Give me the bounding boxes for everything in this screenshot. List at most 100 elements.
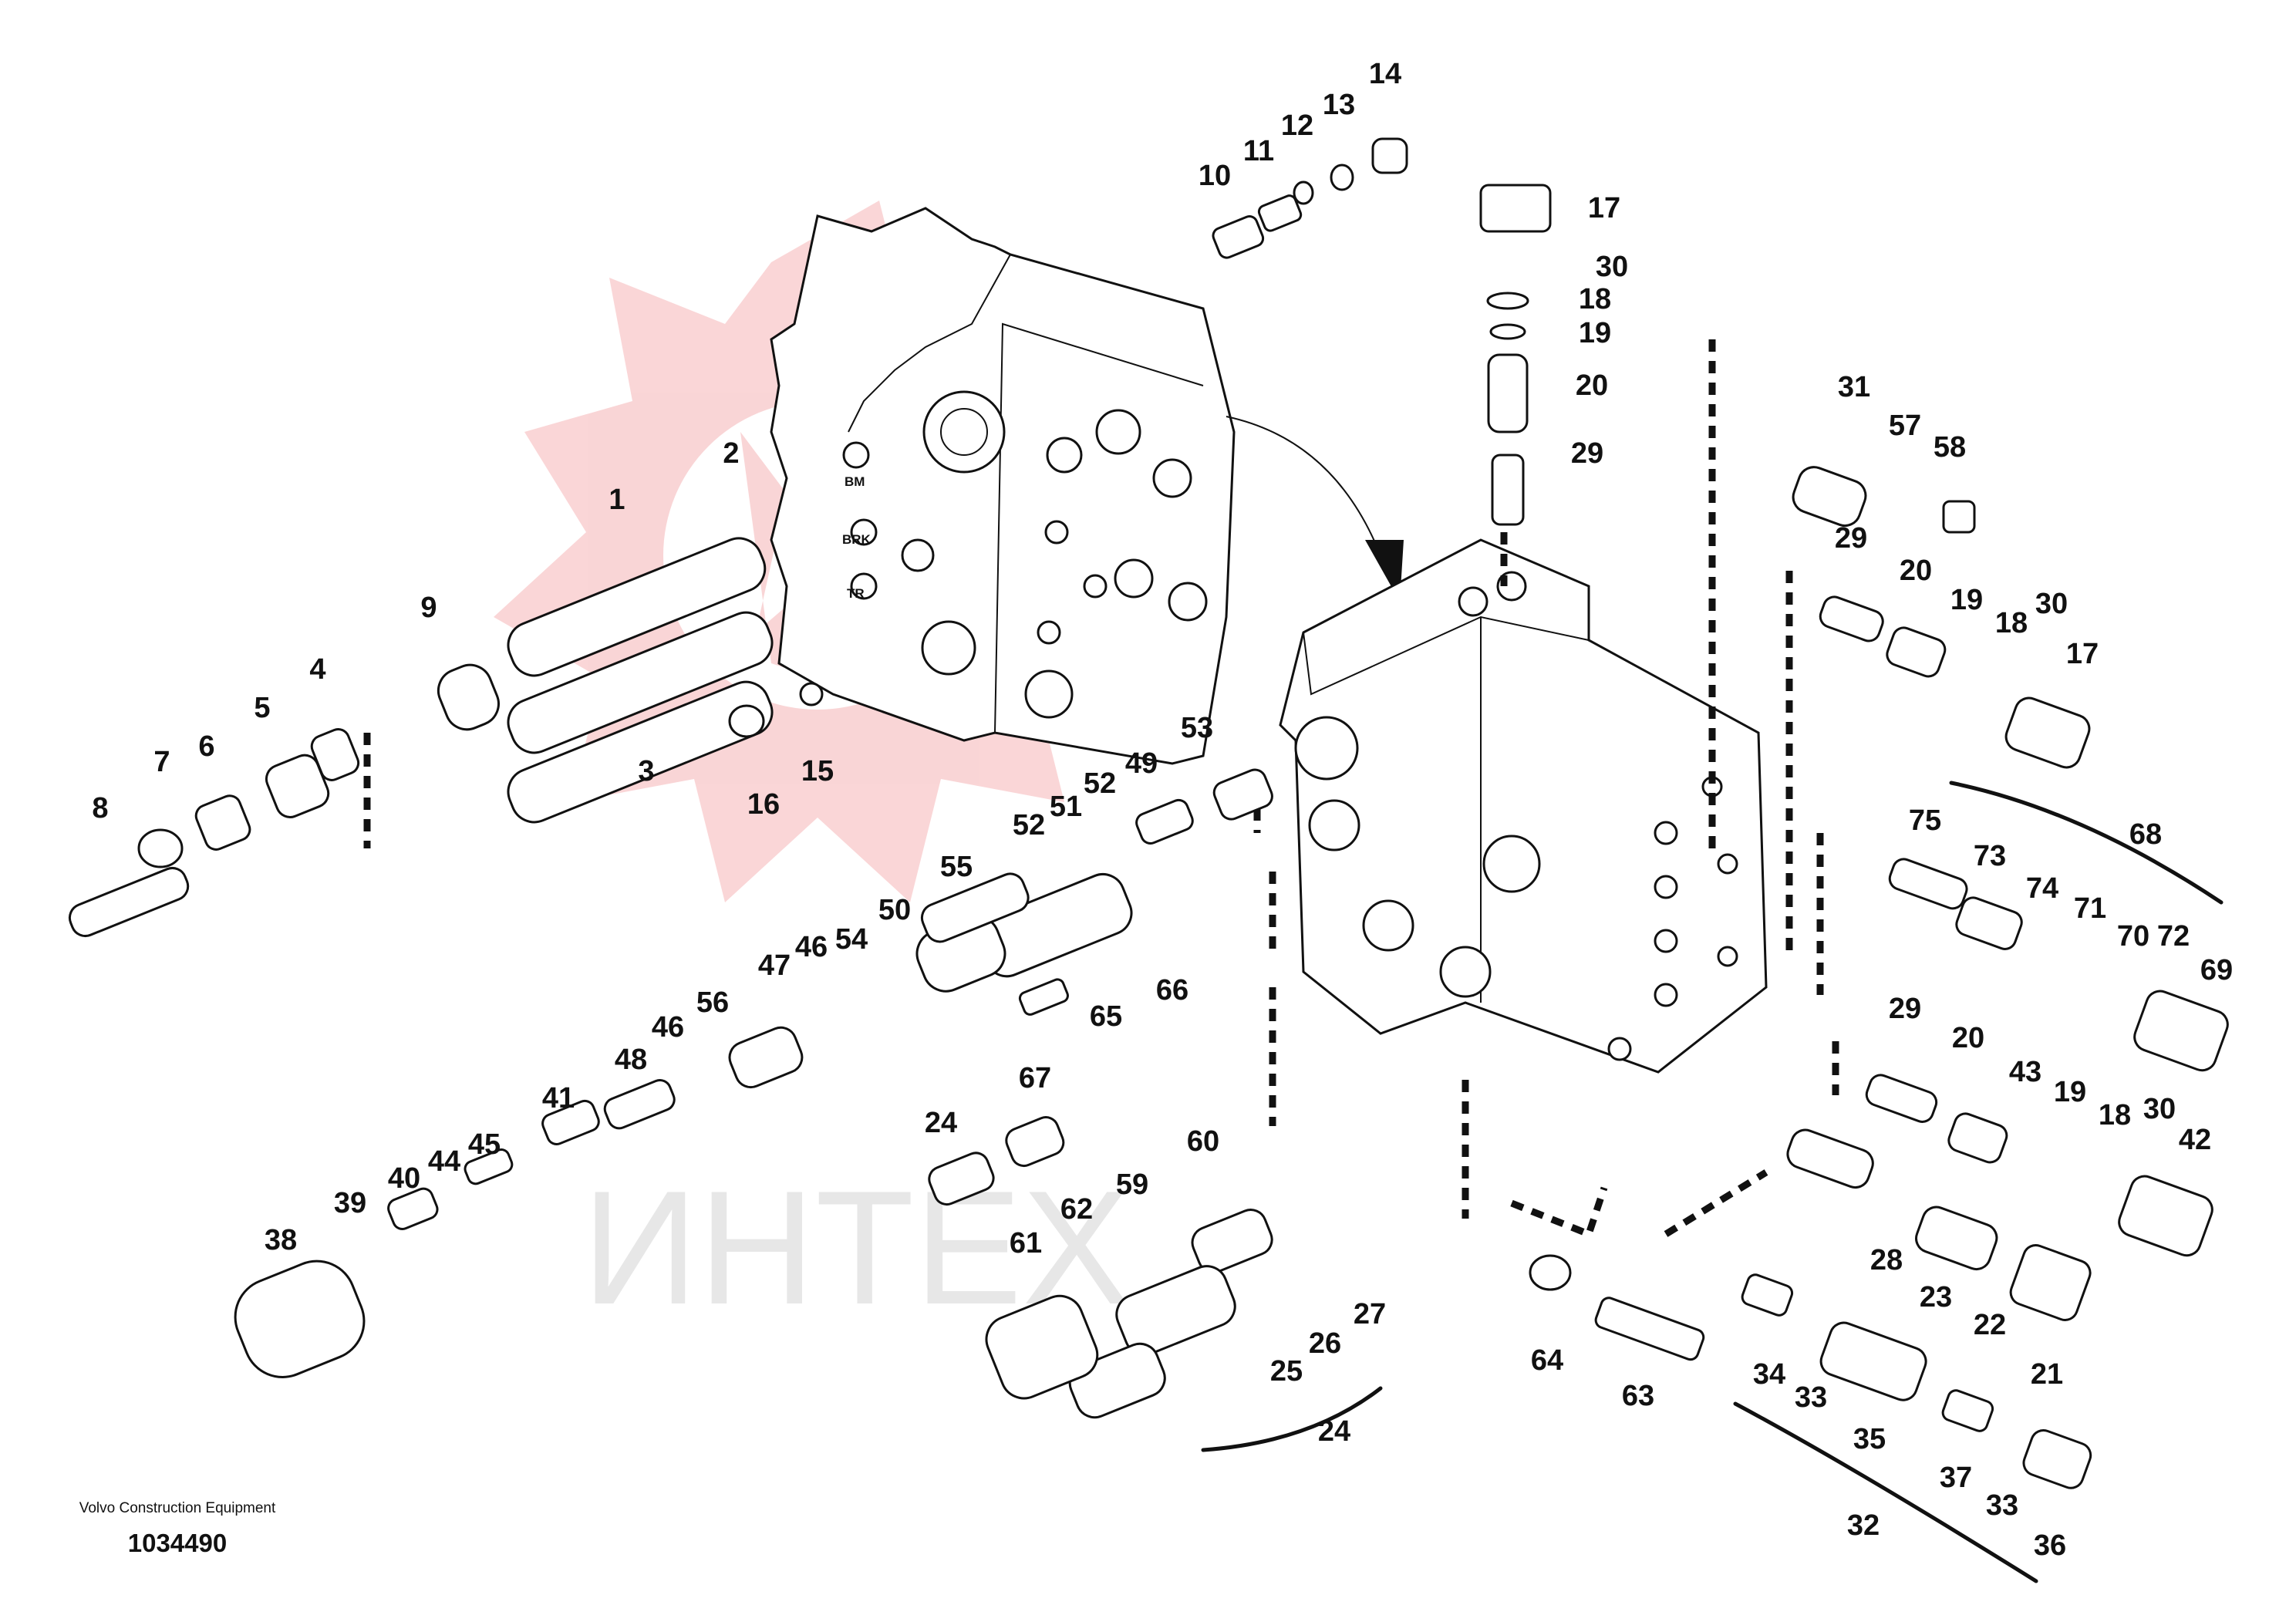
lower-valve-housing xyxy=(1279,538,1768,1074)
callout-60: 60 xyxy=(1187,1125,1219,1158)
callout-41: 41 xyxy=(542,1082,575,1114)
callout-34: 34 xyxy=(1753,1358,1785,1391)
callout-30-top: 30 xyxy=(1596,251,1628,283)
callout-8: 8 xyxy=(92,792,108,824)
callout-55: 55 xyxy=(940,851,973,883)
group-braces xyxy=(1201,781,2224,1583)
callout-59: 59 xyxy=(1116,1168,1148,1201)
top-plug-assembly xyxy=(728,137,1552,738)
callout-24-a: 24 xyxy=(925,1107,957,1139)
callout-50: 50 xyxy=(878,894,911,926)
callout-69: 69 xyxy=(2200,954,2233,986)
callout-44: 44 xyxy=(428,1145,460,1178)
callout-24-b: 24 xyxy=(1318,1415,1350,1448)
callout-43: 43 xyxy=(2009,1056,2041,1088)
callout-51: 51 xyxy=(1050,791,1082,823)
callout-7: 7 xyxy=(153,746,170,778)
callout-5: 5 xyxy=(254,692,270,724)
callout-27: 27 xyxy=(1354,1298,1386,1330)
callout-19-c: 19 xyxy=(2054,1076,2086,1108)
callout-31: 31 xyxy=(1838,371,1870,403)
callout-22: 22 xyxy=(1974,1309,2006,1341)
callout-29-b: 29 xyxy=(1835,522,1867,555)
callout-33-b: 33 xyxy=(1986,1489,2018,1522)
callout-20-c: 20 xyxy=(1952,1022,1984,1054)
callout-14: 14 xyxy=(1369,58,1401,90)
callout-52-a: 52 xyxy=(1084,767,1116,800)
callout-57: 57 xyxy=(1889,410,1921,442)
port-label-tr: TR xyxy=(847,586,865,601)
callout-42: 42 xyxy=(2179,1124,2211,1156)
callout-1: 1 xyxy=(609,484,625,516)
callout-63: 63 xyxy=(1622,1380,1654,1412)
callout-46-a: 46 xyxy=(795,931,828,963)
callout-13: 13 xyxy=(1323,89,1355,121)
transition-arrow xyxy=(1226,416,1404,602)
callout-30-c: 30 xyxy=(2143,1093,2176,1125)
drawing-number: 1034490 xyxy=(127,1529,228,1557)
callout-46-b: 46 xyxy=(652,1011,684,1044)
callout-20-b: 20 xyxy=(1900,555,1932,587)
callout-62: 62 xyxy=(1060,1193,1093,1226)
callout-48: 48 xyxy=(615,1044,647,1076)
callout-3: 3 xyxy=(638,755,654,787)
callout-72: 72 xyxy=(2157,920,2190,953)
callout-64: 64 xyxy=(1531,1344,1563,1377)
callout-58: 58 xyxy=(1934,431,1966,464)
callout-labels: 1 2 3 4 5 6 7 8 9 10 11 12 13 14 15 16 1… xyxy=(92,58,2233,1562)
port-label-bm: BM xyxy=(845,474,865,489)
callout-54: 54 xyxy=(835,923,868,956)
callout-9: 9 xyxy=(420,592,437,624)
callout-67: 67 xyxy=(1019,1062,1051,1094)
callout-49: 49 xyxy=(1125,747,1158,780)
callout-10: 10 xyxy=(1199,160,1231,192)
upper-valve-housing: BM BRK TR xyxy=(770,207,1236,765)
callout-25: 25 xyxy=(1270,1355,1303,1388)
callout-23: 23 xyxy=(1920,1281,1952,1313)
callout-66: 66 xyxy=(1156,974,1188,1007)
callout-56: 56 xyxy=(696,986,729,1019)
callout-71: 71 xyxy=(2074,892,2106,925)
callout-2: 2 xyxy=(723,437,739,470)
callout-47: 47 xyxy=(758,949,791,982)
callout-68: 68 xyxy=(2129,818,2162,851)
callout-6: 6 xyxy=(198,730,214,763)
callout-75: 75 xyxy=(1909,804,1941,837)
callout-38: 38 xyxy=(265,1224,297,1256)
callout-36: 36 xyxy=(2034,1529,2066,1562)
callout-19-b: 19 xyxy=(1950,584,1983,616)
callout-18-c: 18 xyxy=(2099,1099,2131,1131)
callout-65: 65 xyxy=(1090,1000,1122,1033)
callout-17-top: 17 xyxy=(1588,192,1620,224)
callout-18-b: 18 xyxy=(1995,607,2028,639)
callout-35: 35 xyxy=(1853,1423,1886,1455)
callout-28: 28 xyxy=(1870,1244,1903,1276)
callout-52-b: 52 xyxy=(1013,809,1045,841)
port-label-brk: BRK xyxy=(842,532,872,547)
left-spool-assembly xyxy=(68,537,774,938)
callout-20-top: 20 xyxy=(1576,369,1608,402)
callout-74: 74 xyxy=(2026,872,2058,905)
callout-16: 16 xyxy=(747,788,780,821)
manufacturer-name: Volvo Construction Equipment xyxy=(79,1500,276,1516)
callout-39: 39 xyxy=(334,1187,366,1219)
callout-29-c: 29 xyxy=(1889,993,1921,1025)
callout-21: 21 xyxy=(2031,1358,2063,1391)
callout-73: 73 xyxy=(1974,840,2006,872)
callout-19-top: 19 xyxy=(1579,317,1611,349)
callout-61: 61 xyxy=(1010,1227,1042,1259)
callout-70: 70 xyxy=(2117,920,2149,953)
callout-45: 45 xyxy=(468,1128,501,1161)
callout-26: 26 xyxy=(1309,1327,1341,1360)
callout-4: 4 xyxy=(309,653,325,686)
callout-29-top: 29 xyxy=(1571,437,1603,470)
callout-30-b: 30 xyxy=(2035,588,2068,620)
callout-37: 37 xyxy=(1940,1462,1972,1494)
callout-11: 11 xyxy=(1243,135,1274,167)
callout-32: 32 xyxy=(1847,1509,1880,1542)
center-cartridge-assembly xyxy=(234,768,1273,1419)
manufacturer-caption: Volvo Construction Equipment 1034490 xyxy=(69,1499,285,1558)
callout-12: 12 xyxy=(1281,110,1313,142)
callout-53: 53 xyxy=(1181,712,1213,744)
